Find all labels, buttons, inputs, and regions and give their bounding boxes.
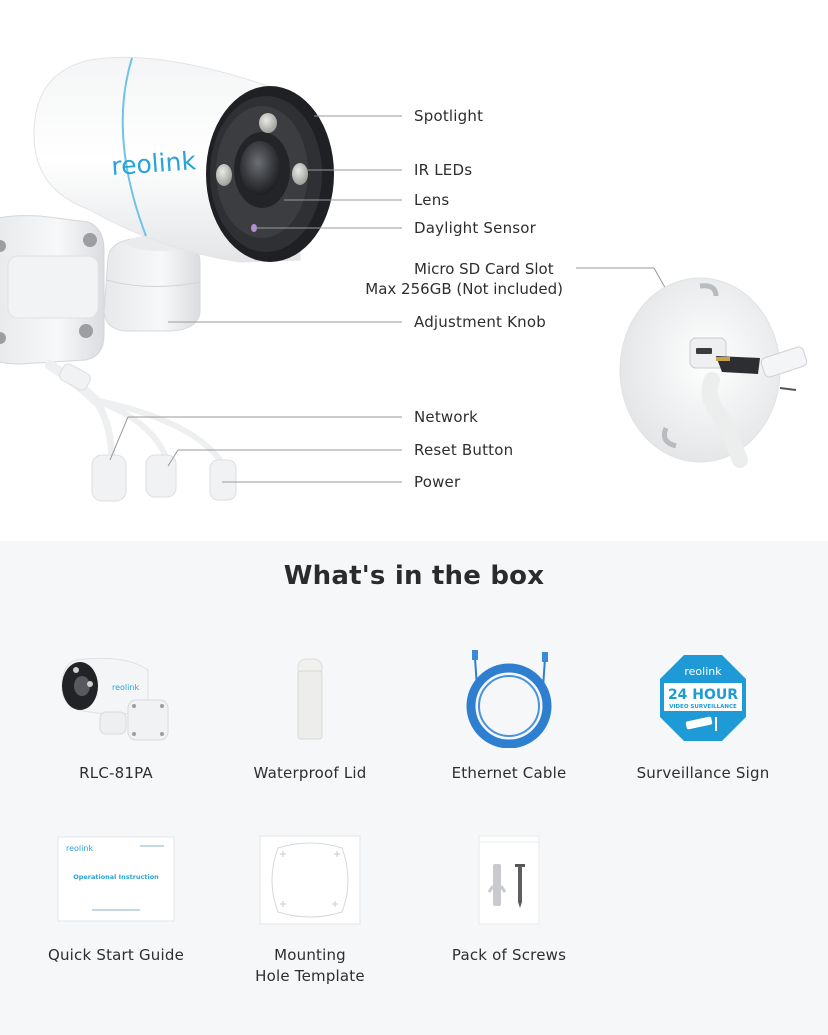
callout-micro-sd-sublabel: Max 256GB (Not included)	[365, 280, 563, 298]
section-title: What's in the box	[283, 561, 545, 591]
sd-slot-view	[619, 277, 808, 468]
item-name: Mounting Hole Template	[210, 945, 410, 987]
box-item-surveillance-sign: reolink 24 HOUR VIDEO SURVEILLANCE Surve…	[603, 643, 803, 784]
item-name: Pack of Screws	[451, 946, 567, 964]
item-name: Ethernet Cable	[451, 764, 567, 782]
svg-text:Operational Instruction: Operational Instruction	[73, 873, 159, 881]
callout-network: Network	[414, 408, 479, 426]
callout-power: Power	[414, 473, 461, 491]
daylight-sensor	[251, 224, 257, 232]
callout-lens: Lens	[414, 191, 450, 209]
callout-reset-button: Reset Button	[414, 441, 514, 459]
item-name-line1: Mounting	[274, 946, 346, 964]
wall-mount	[0, 215, 105, 365]
ethernet-cable-icon	[409, 643, 609, 753]
ir-led	[292, 163, 308, 185]
guide-icon: reolink Operational Instruction	[16, 825, 216, 935]
ir-led	[216, 164, 232, 186]
network-connector	[91, 454, 127, 502]
box-item-ethernet-cable: Ethernet Cable	[409, 643, 609, 784]
connectors	[59, 363, 237, 502]
waterproof-lid-icon	[210, 643, 410, 753]
callout-lines	[109, 115, 701, 483]
item-name: Waterproof Lid	[253, 764, 367, 782]
item-name: Surveillance Sign	[636, 764, 770, 782]
svg-text:VIDEO SURVEILLANCE: VIDEO SURVEILLANCE	[669, 704, 737, 710]
svg-text:24 HOUR: 24 HOUR	[668, 687, 738, 703]
camera-icon: reolink	[16, 643, 216, 753]
box-item-quick-start-guide: reolink Operational Instruction Quick St…	[16, 825, 216, 966]
camera-body: reolink	[33, 56, 334, 263]
callout-micro-sd-label: Micro SD Card Slot	[414, 260, 554, 278]
item-name: RLC-81PA	[79, 764, 153, 782]
box-item-pack-of-screws: Pack of Screws	[409, 825, 609, 966]
callout-adjustment-knob: Adjustment Knob	[414, 313, 546, 331]
whats-in-the-box-section: What's in the box reolink RLC-81PA	[0, 541, 828, 1035]
power-connector	[209, 459, 237, 501]
callout-micro-sd: Micro SD Card Slot Max 256GB (Not includ…	[340, 259, 563, 299]
box-item-camera: reolink RLC-81PA	[16, 643, 216, 784]
item-name: Quick Start Guide	[47, 946, 185, 964]
sd-slot	[696, 348, 712, 354]
callout-ir-leds: IR LEDs	[414, 161, 473, 179]
template-icon	[210, 825, 410, 935]
surveillance-sign-icon: reolink 24 HOUR VIDEO SURVEILLANCE	[603, 643, 803, 753]
screws-icon	[409, 825, 609, 935]
svg-text:reolink: reolink	[684, 665, 722, 678]
svg-text:reolink: reolink	[66, 844, 93, 853]
spotlight-led	[259, 113, 277, 133]
sd-cover	[760, 346, 808, 378]
box-item-mounting-template: Mounting Hole Template	[210, 825, 410, 987]
camera-illustration: reolink	[0, 56, 808, 502]
item-name-line2: Hole Template	[255, 967, 365, 985]
product-diagram: reolink	[0, 56, 808, 502]
callout-daylight-sensor: Daylight Sensor	[414, 219, 537, 237]
box-item-waterproof-lid: Waterproof Lid	[210, 643, 410, 784]
callout-spotlight: Spotlight	[414, 107, 484, 125]
svg-text:reolink: reolink	[112, 683, 139, 692]
brand-logo: reolink	[110, 146, 197, 181]
